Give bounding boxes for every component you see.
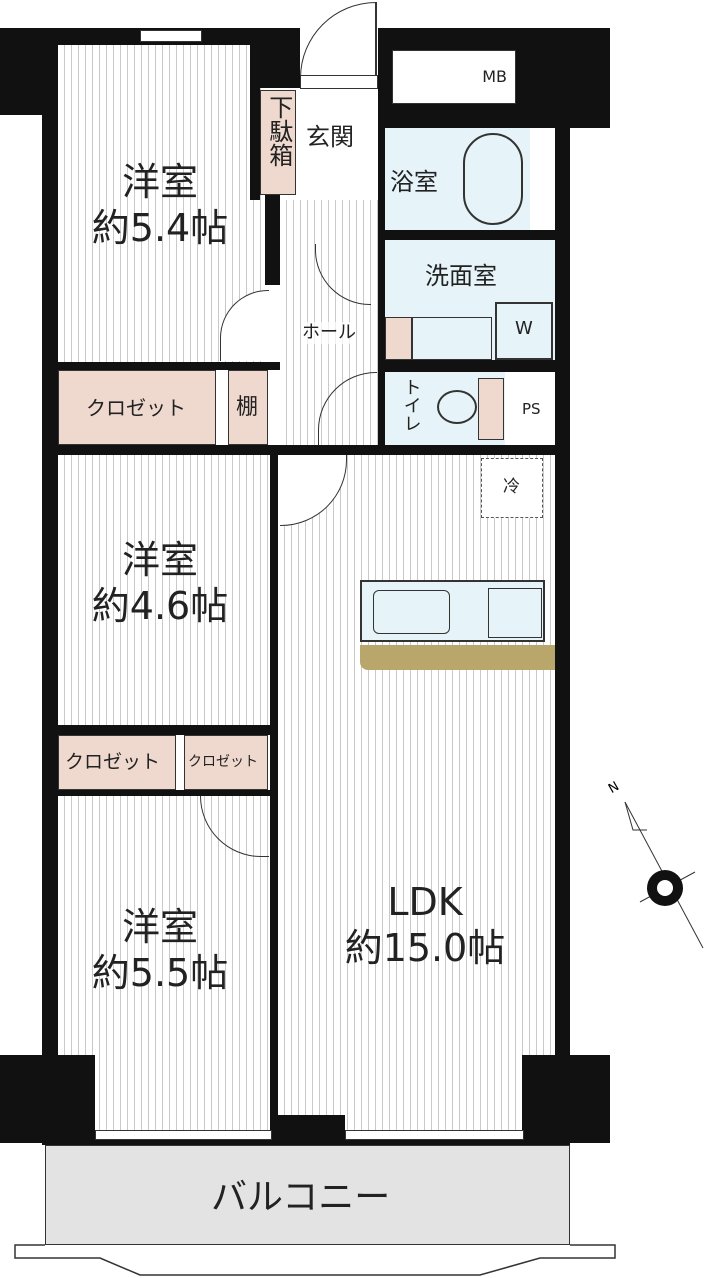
washroom-storage [385, 317, 412, 360]
closet-2: クロゼット [58, 735, 176, 790]
mb-label: MB [482, 67, 507, 86]
western-room-2-label: 洋室 約4.6帖 [60, 538, 260, 629]
western-room-1-name: 洋室 [121, 160, 198, 204]
ldk-size: 約15.0帖 [344, 925, 506, 970]
western-room-2-floor [58, 455, 270, 725]
western-room-3-label: 洋室 約5.5帖 [60, 905, 260, 996]
balcony-outline [14, 1244, 616, 1276]
western-room-3-size: 約5.5帖 [91, 950, 229, 995]
kitchen-wood-counter [360, 645, 555, 670]
meter-box: MB [392, 50, 516, 104]
washer-pan: W [495, 302, 553, 360]
closet-3: クロゼット [184, 735, 268, 790]
wall-bath-bottom [385, 230, 555, 240]
ldk-floor [278, 455, 555, 1130]
bathroom-label: 浴室 [390, 168, 438, 196]
entrance-floor [298, 90, 378, 195]
closet-2-label: クロゼット [65, 751, 161, 773]
shelf-label: 棚 [236, 395, 259, 420]
western-room-1-label: 洋室 約5.4帖 [60, 160, 260, 251]
western-room-3-name: 洋室 [121, 905, 198, 949]
wall-closet-top [42, 725, 278, 735]
washroom-label: 洗面室 [425, 262, 497, 290]
western-room-2-size: 約4.6帖 [91, 583, 229, 628]
closet-1: クロゼット [58, 370, 216, 445]
sink-icon [412, 317, 492, 360]
wall-wash-bottom [385, 360, 555, 372]
entrance-step [300, 75, 378, 89]
shoe-cabinet-label: 下駄箱 [264, 95, 293, 167]
wall-left [42, 28, 58, 1140]
fridge-space: 冷 [481, 458, 543, 518]
hall-label: ホール [302, 322, 356, 344]
wall-closet-bottom [42, 790, 278, 796]
shoe-cabinet: 下駄箱 [260, 90, 296, 195]
wall-wet-left [378, 128, 385, 455]
compass-icon: N [606, 780, 704, 949]
kitchen-sink-icon [373, 590, 450, 634]
wall-bottom [42, 1138, 570, 1145]
bathtub-icon [463, 133, 523, 225]
balcony: バルコニー [45, 1145, 570, 1245]
western-room-1-size: 約5.4帖 [91, 205, 229, 250]
toilet-label: トイレ [400, 378, 422, 432]
stove-icon [488, 588, 542, 638]
ldk-label: LDK 約15.0帖 [320, 880, 530, 971]
entrance-door[interactable] [375, 2, 377, 78]
compass-north-label: N [606, 780, 622, 797]
toilet-tank [478, 378, 504, 440]
wall-bottom-right-block [522, 1055, 610, 1143]
fridge-label: 冷 [503, 477, 520, 497]
window-top [140, 30, 202, 42]
pipe-space: PS [513, 372, 555, 445]
wall-entry-left [250, 28, 300, 88]
window-bottom-left [95, 1130, 272, 1140]
closet-1-label: クロゼット [86, 396, 186, 420]
toilet-icon [437, 390, 477, 424]
wall-right [555, 28, 570, 1140]
entrance-door-swing[interactable] [300, 2, 377, 79]
wall-shoe-left [250, 88, 260, 200]
wall-hall-left [265, 195, 280, 285]
ps-label: PS [522, 400, 541, 418]
wall-ldk-divider [270, 455, 278, 1145]
balcony-label: バルコニー [211, 1177, 391, 1218]
washer-label: W [515, 318, 533, 339]
wall-mid-horizontal [42, 445, 562, 455]
wall-bottom-left-block [0, 1055, 95, 1143]
entrance-label: 玄関 [306, 123, 354, 151]
window-bottom-right [345, 1130, 524, 1140]
closet-3-label: クロゼット [188, 754, 258, 770]
wall-top-left [0, 28, 265, 45]
shelf: 棚 [228, 370, 268, 445]
wall-room1-bottom [42, 362, 280, 370]
western-room-2-name: 洋室 [121, 538, 198, 582]
ldk-name: LDK [387, 880, 463, 924]
